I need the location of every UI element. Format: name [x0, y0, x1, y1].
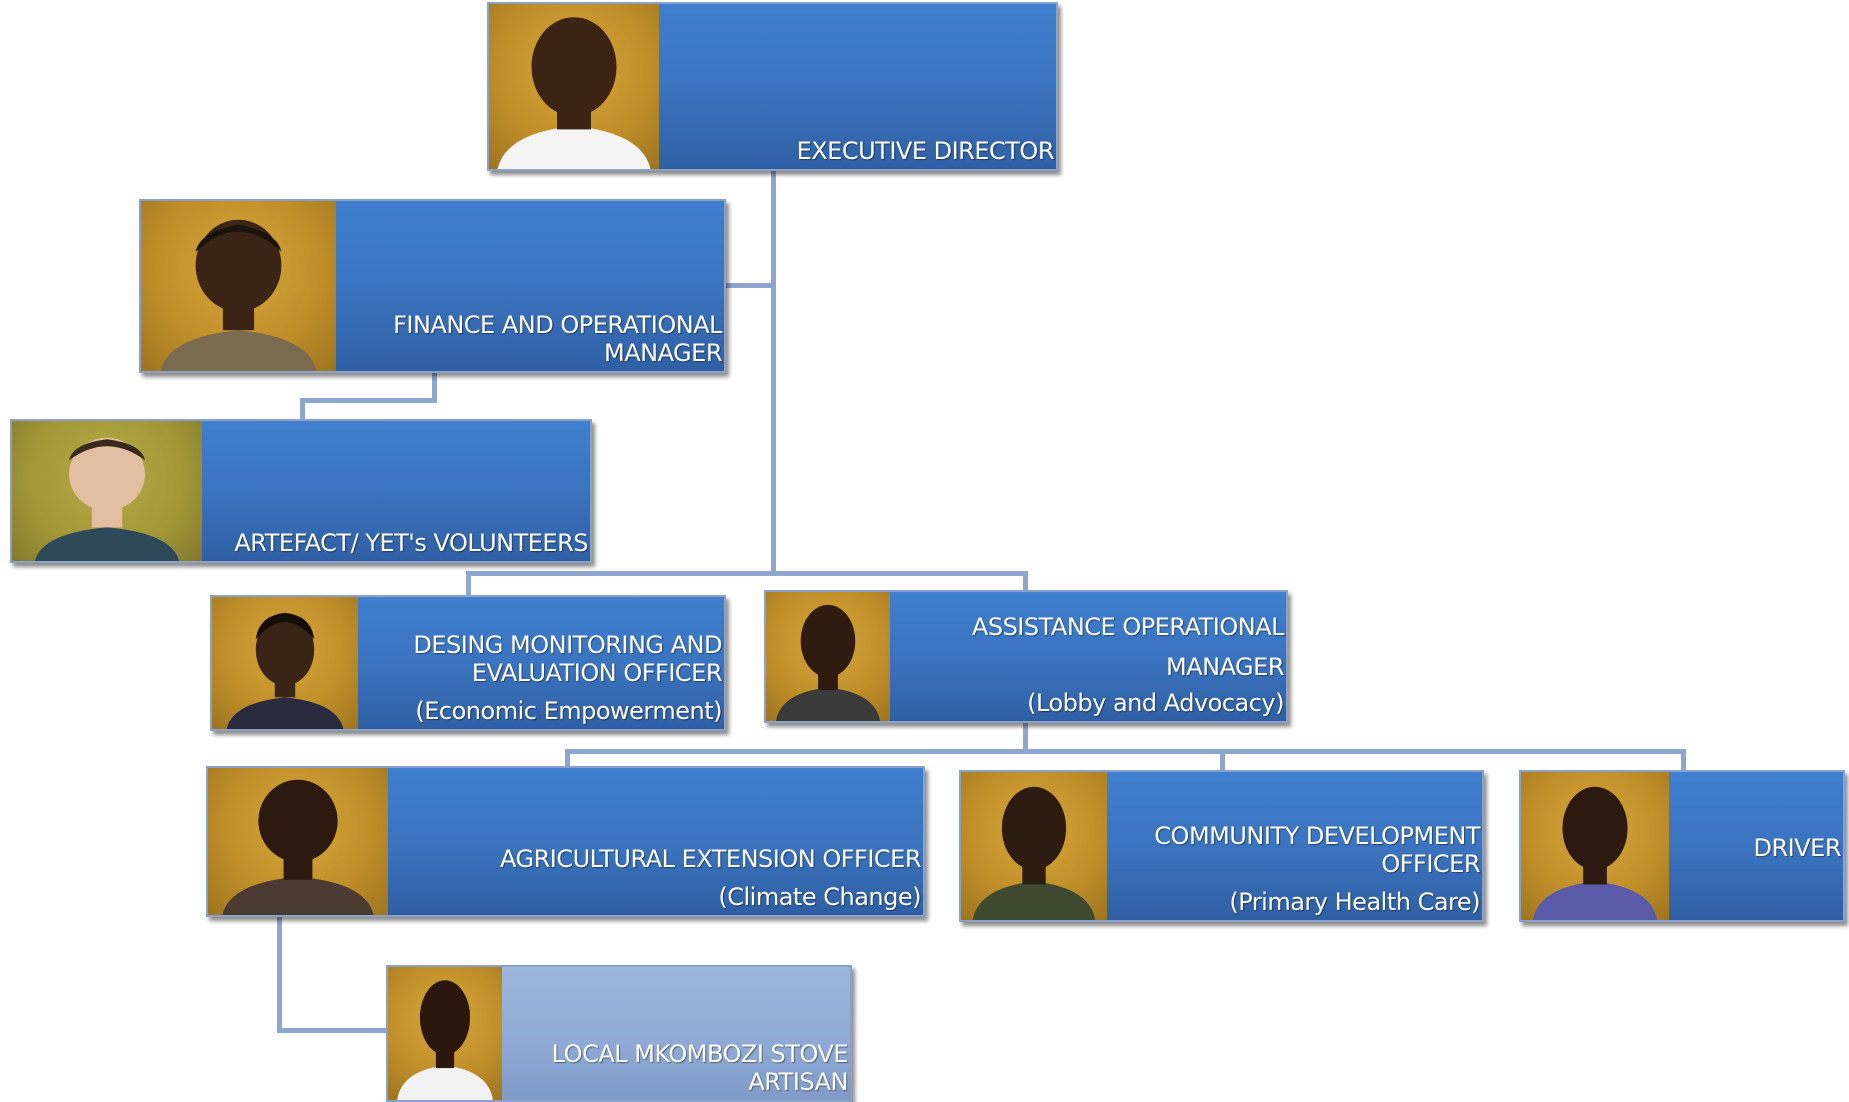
position-title-line2: MANAGER [603, 339, 723, 367]
position-title: ARTEFACT/ YET's VOLUNTEERS [234, 529, 588, 557]
stove-artisan-node: LOCAL MKOMBOZI STOVE ARTISAN [386, 965, 852, 1102]
me-officer-node: DESING MONITORING AND EVALUATION OFFICER… [210, 595, 726, 731]
position-title: AGRICULTURAL EXTENSION OFFICER [499, 845, 922, 873]
connector-line [1681, 749, 1686, 771]
portrait-photo [212, 597, 358, 729]
position-title-line1: LOCAL MKOMBOZI STOVE [551, 1040, 849, 1068]
portrait-photo [766, 592, 890, 721]
connector-line [277, 1028, 387, 1033]
position-title-line2: MANAGER [1165, 653, 1285, 681]
position-title-line1: DESING MONITORING AND [413, 631, 722, 659]
position-label: DESING MONITORING AND EVALUATION OFFICER… [413, 631, 722, 725]
portrait-photo [489, 4, 659, 169]
position-label: AGRICULTURAL EXTENSION OFFICER (Climate … [499, 845, 922, 911]
position-title-line1: COMMUNITY DEVELOPMENT [1154, 822, 1480, 850]
position-title-line2: EVALUATION OFFICER [471, 659, 723, 687]
position-subtitle: (Climate Change) [718, 883, 921, 911]
volunteers-node: ARTEFACT/ YET's VOLUNTEERS [10, 419, 592, 563]
portrait-photo [12, 421, 202, 561]
position-title-line1: ASSISTANCE OPERATIONAL [971, 613, 1285, 641]
position-label: ASSISTANCE OPERATIONAL MANAGER (Lobby an… [971, 613, 1285, 717]
connector-line [466, 571, 471, 596]
portrait-photo [208, 768, 388, 915]
connector-line [277, 913, 282, 1033]
position-title-line2: ARTISAN [748, 1068, 848, 1096]
assistance-manager-node: ASSISTANCE OPERATIONAL MANAGER (Lobby an… [764, 590, 1288, 723]
position-label: ARTEFACT/ YET's VOLUNTEERS [234, 529, 588, 557]
portrait-photo [1521, 772, 1669, 920]
position-title: EXECUTIVE DIRECTOR [796, 137, 1055, 165]
community-officer-node: COMMUNITY DEVELOPMENT OFFICER (Primary H… [959, 770, 1484, 922]
agri-officer-node: AGRICULTURAL EXTENSION OFFICER (Climate … [206, 766, 925, 917]
executive-director-node: EXECUTIVE DIRECTOR [487, 2, 1058, 171]
connector-line [300, 398, 437, 403]
connector-line [432, 373, 437, 403]
portrait-photo [388, 967, 502, 1100]
connector-line [1023, 571, 1028, 591]
connector-line [1023, 720, 1028, 752]
driver-node: DRIVER [1519, 770, 1845, 922]
position-title: DRIVER [1753, 834, 1842, 862]
position-subtitle: (Primary Health Care) [1229, 888, 1480, 916]
connector-line [771, 170, 776, 573]
position-subtitle: (Economic Empowerment) [415, 697, 722, 725]
position-title-line1: FINANCE AND OPERATIONAL [393, 311, 722, 339]
position-subtitle: (Lobby and Advocacy) [1027, 689, 1284, 717]
connector-line [466, 571, 1028, 576]
position-label: COMMUNITY DEVELOPMENT OFFICER (Primary H… [1154, 822, 1480, 916]
connector-line [1220, 749, 1225, 771]
connector-line [565, 749, 1686, 754]
finance-manager-node: FINANCE AND OPERATIONAL MANAGER [139, 199, 726, 373]
position-title-line2: OFFICER [1381, 850, 1480, 878]
position-label: DRIVER [1754, 834, 1842, 862]
position-label: FINANCE AND OPERATIONAL MANAGER [393, 311, 722, 367]
position-label: EXECUTIVE DIRECTOR [796, 137, 1055, 165]
position-label: LOCAL MKOMBOZI STOVE ARTISAN [551, 1040, 849, 1096]
portrait-photo [961, 772, 1107, 920]
connector-line [565, 749, 570, 776]
connector-line [300, 398, 305, 420]
portrait-photo [141, 201, 336, 371]
connector-line [724, 283, 774, 288]
